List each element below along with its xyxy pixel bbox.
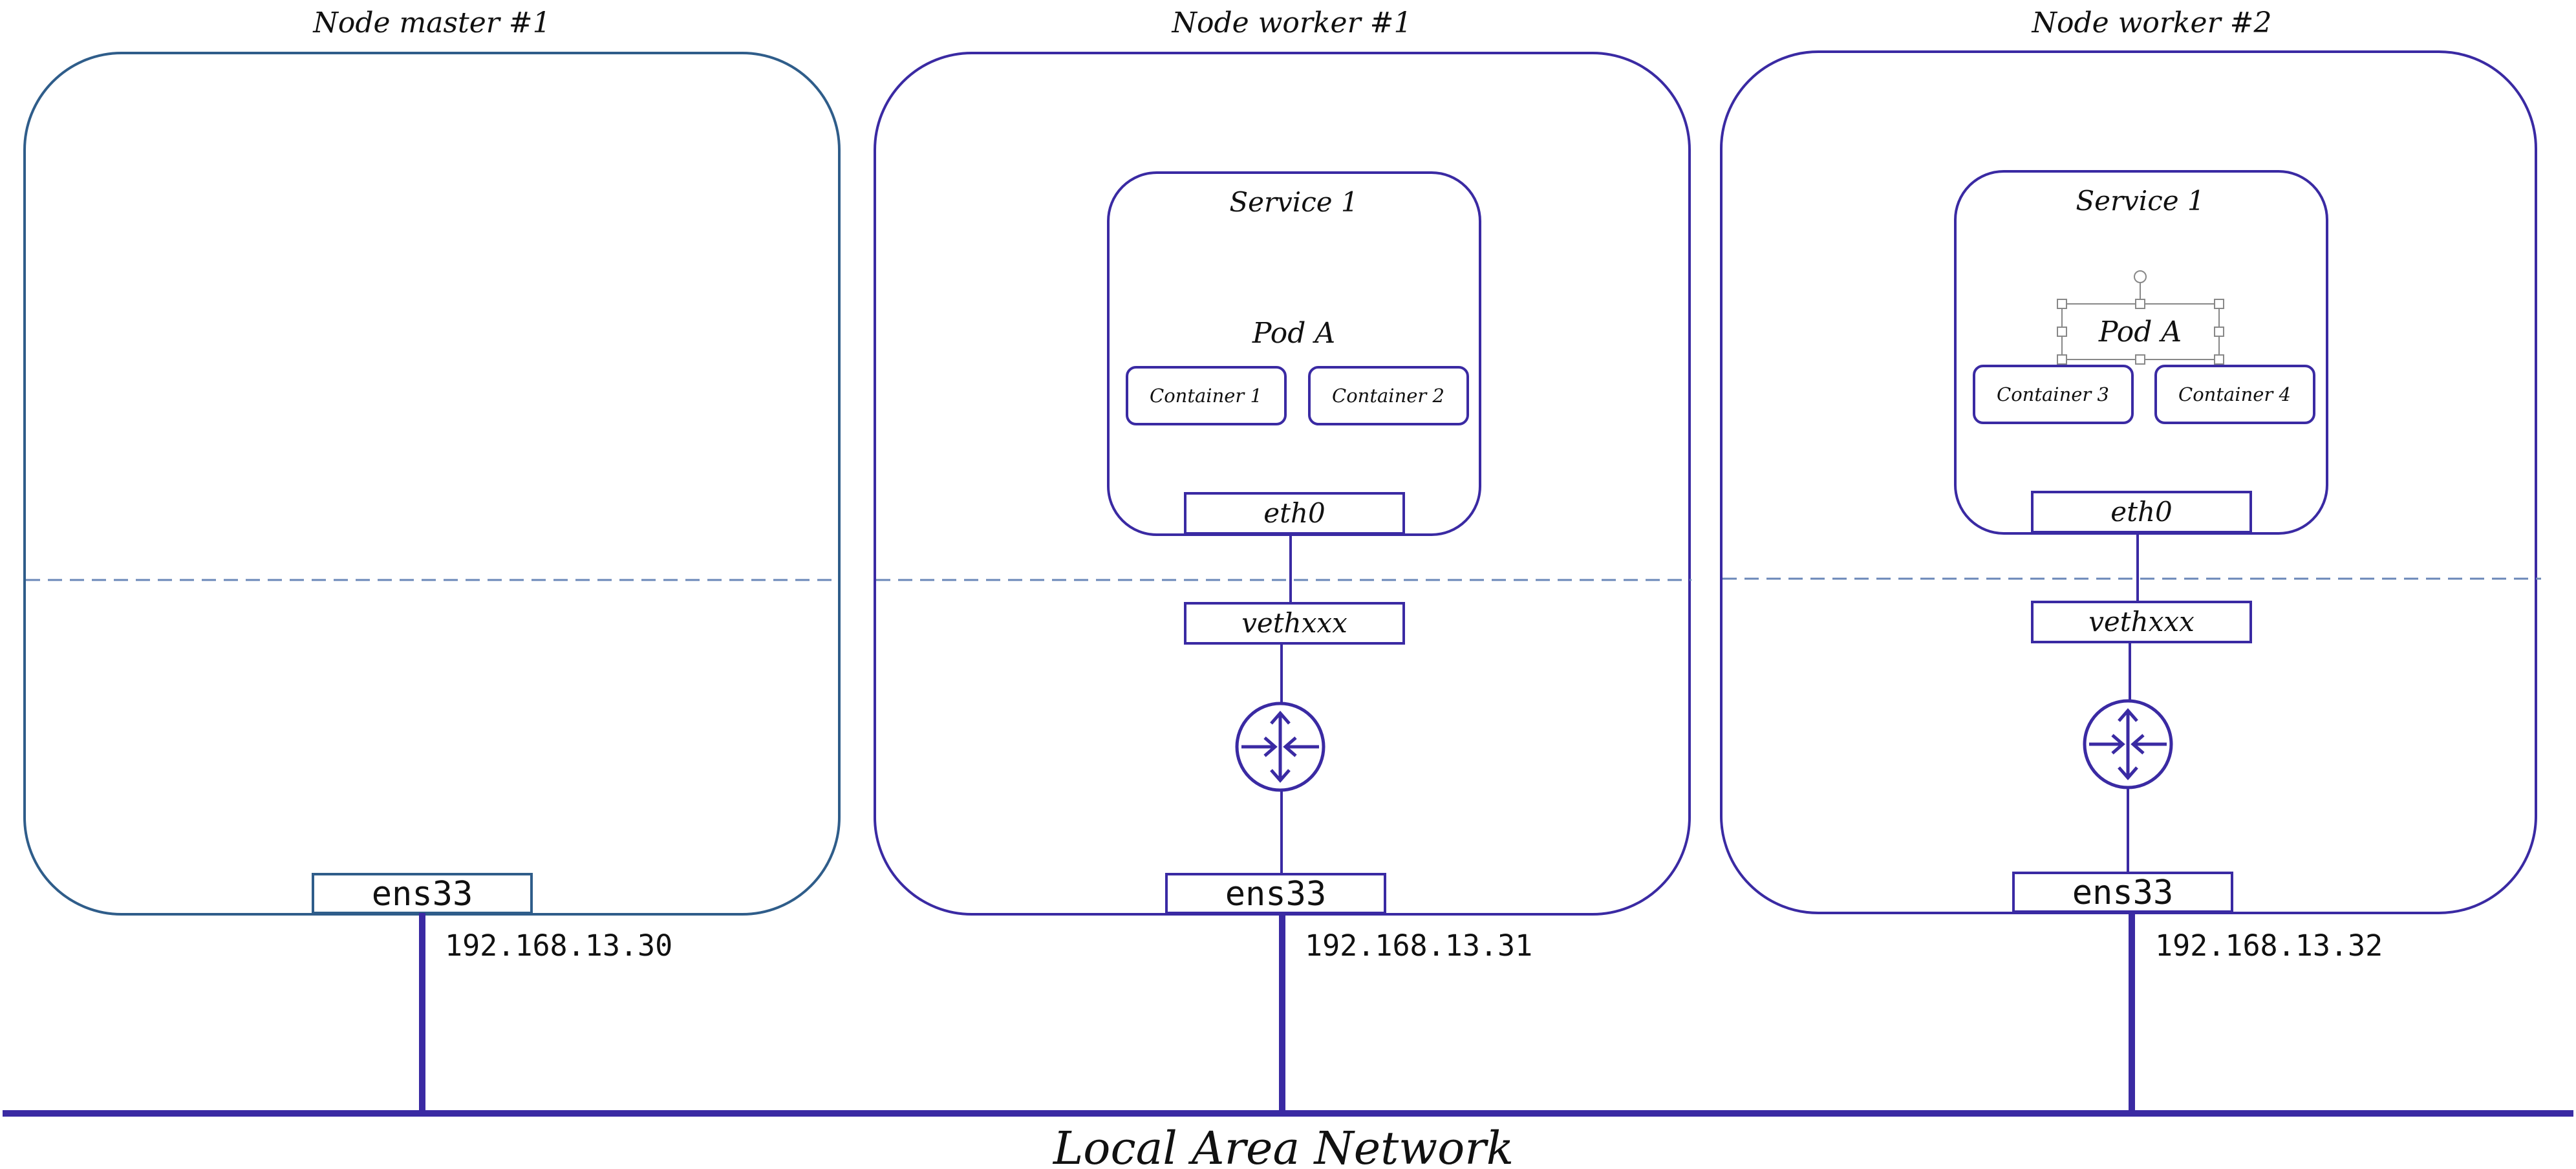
container-2-label: Container 2 <box>1332 385 1444 407</box>
node-master-ip: 192.168.13.30 <box>445 928 672 963</box>
node-master-box <box>23 52 841 916</box>
node-worker-1: Node worker #1 Service 1 Pod A Container… <box>874 6 1691 1112</box>
node-master-ens33-label: ens33 <box>372 875 473 914</box>
ens33-label-worker-1: ens33 <box>1225 875 1327 914</box>
pod-label-worker-2: Pod A <box>2098 316 2182 349</box>
node-worker-2-ip: 192.168.13.32 <box>2155 928 2383 963</box>
veth-box-worker-2 <box>2031 601 2252 643</box>
container-3-label: Container 3 <box>1997 383 2109 405</box>
service-box-worker-1 <box>1107 171 1481 536</box>
node-worker-2: Node worker #2 Service 1 Pod A Container… <box>1720 6 2541 1112</box>
eth0-box-worker-1 <box>1184 492 1405 535</box>
pod-selection-frame[interactable] <box>2057 270 2224 365</box>
eth0-label-worker-2: eth0 <box>2110 496 2173 528</box>
container-1-box <box>1126 366 1287 425</box>
node-worker-2-title: Node worker #2 <box>2032 6 2272 39</box>
container-2-box <box>1308 366 1469 425</box>
node-worker-1-title: Node worker #1 <box>1172 6 1412 39</box>
resize-handle-icon[interactable] <box>2214 327 2224 337</box>
local-area-network: Local Area Network <box>3 1110 2573 1169</box>
node-worker-1-ip: 192.168.13.31 <box>1305 928 1532 963</box>
ens33-box-worker-2 <box>2012 872 2233 913</box>
lan-label: Local Area Network <box>1052 1122 1514 1169</box>
resize-handle-icon[interactable] <box>2057 327 2067 337</box>
container-4-box <box>2154 365 2315 424</box>
veth-box-worker-1 <box>1184 602 1405 645</box>
eth0-box-worker-2 <box>2031 491 2252 533</box>
router-icon <box>2083 699 2173 789</box>
router-icon <box>1235 702 1326 792</box>
veth-label-worker-2: vethxxx <box>2088 606 2195 638</box>
node-master-ens33-box <box>312 873 533 914</box>
node-master-1: Node master #1 ens33 192.168.13.30 <box>23 6 841 1112</box>
resize-handle-icon[interactable] <box>2057 299 2067 309</box>
resize-handle-icon[interactable] <box>2214 354 2224 365</box>
ens33-box-worker-1 <box>1165 873 1386 914</box>
rotate-handle-icon[interactable] <box>2134 270 2147 283</box>
container-4-label: Container 4 <box>2178 383 2291 405</box>
resize-handle-icon[interactable] <box>2135 354 2145 365</box>
eth0-label-worker-1: eth0 <box>1263 497 1326 529</box>
node-master-title: Node master #1 <box>312 6 550 39</box>
pod-label-worker-1: Pod A <box>1252 317 1335 350</box>
resize-handle-icon[interactable] <box>2135 299 2145 309</box>
container-1-label: Container 1 <box>1150 385 1262 407</box>
service-box-worker-2 <box>1954 170 2328 535</box>
veth-label-worker-1: vethxxx <box>1241 607 1347 639</box>
service-label-worker-1: Service 1 <box>1229 186 1358 218</box>
resize-handle-icon[interactable] <box>2057 354 2067 365</box>
ens33-label-worker-2: ens33 <box>2072 874 2174 912</box>
container-3-box <box>1973 365 2134 424</box>
service-label-worker-2: Service 1 <box>2076 185 2204 217</box>
resize-handle-icon[interactable] <box>2214 299 2224 309</box>
